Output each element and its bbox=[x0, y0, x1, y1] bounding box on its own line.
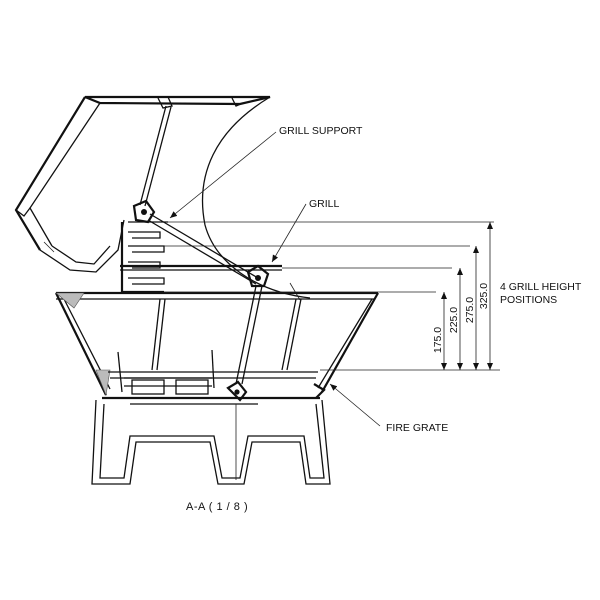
lid bbox=[14, 95, 311, 299]
grill-height-label-line1: 4 GRILL HEIGHT bbox=[500, 281, 582, 293]
base bbox=[91, 399, 331, 485]
fire-bowl bbox=[55, 291, 379, 397]
dim-225: 225.0 bbox=[448, 307, 460, 333]
leader-lines bbox=[169, 131, 381, 427]
grill-height-label-line2: POSITIONS bbox=[500, 294, 557, 306]
grill-support-label: GRILL SUPPORT bbox=[279, 125, 363, 137]
dim-275: 275.0 bbox=[464, 297, 476, 323]
height-dimensions: 175.0 225.0 275.0 325.0 bbox=[164, 221, 500, 371]
section-caption: A-A ( 1 / 8 ) bbox=[186, 501, 248, 513]
dim-175: 175.0 bbox=[432, 327, 444, 353]
grill-label: GRILL bbox=[309, 198, 340, 210]
fire-grate bbox=[102, 349, 326, 405]
fire-grate-label: FIRE GRATE bbox=[386, 422, 448, 434]
grill-support-bracket bbox=[120, 199, 168, 294]
lid-support-arm bbox=[139, 105, 172, 207]
dim-325: 325.0 bbox=[478, 283, 490, 309]
